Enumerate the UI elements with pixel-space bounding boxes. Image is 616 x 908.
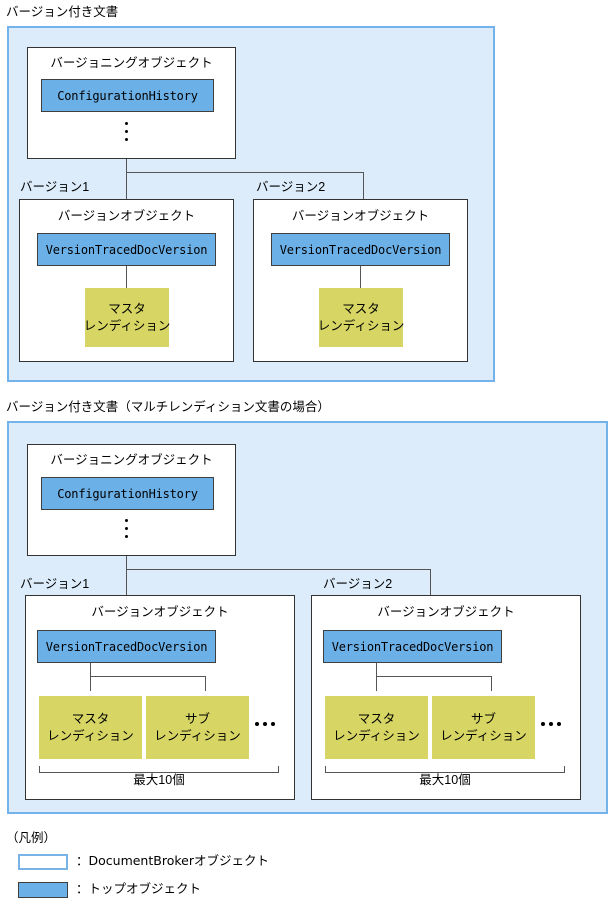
connector-rendition-drop-sub-2-1 bbox=[205, 676, 206, 691]
top-object-configurationhistory-2: ConfigurationHistory bbox=[41, 477, 214, 510]
rendition-line-1: サブ bbox=[470, 711, 496, 726]
versioning-object-title-1: バージョニングオブジェクト bbox=[50, 56, 213, 70]
connector-rendition-1-1 bbox=[126, 266, 127, 289]
section-2-caption: バージョン付き文書（マルチレンディション文書の場合） bbox=[6, 400, 330, 414]
horizontal-ellipsis-icon-2-2 bbox=[541, 722, 561, 726]
connector-rendition-trunk-2-1 bbox=[90, 663, 91, 676]
rendition-line-1: サブ bbox=[184, 711, 210, 726]
rendition-master-1-2: マスタ レンディション bbox=[317, 288, 405, 347]
top-object-versiontraceddocversion-1-1: VersionTracedDocVersion bbox=[37, 233, 216, 266]
connector-drop-v2-2 bbox=[430, 569, 431, 595]
connector-drop-v2-1 bbox=[363, 172, 364, 199]
top-object-configurationhistory-1: ConfigurationHistory bbox=[41, 79, 214, 112]
rendition-line-1: マスタ bbox=[71, 711, 110, 726]
legend-title: （凡例） bbox=[6, 831, 57, 845]
rendition-line-2: レンディション bbox=[440, 728, 527, 743]
rendition-line-1: マスタ bbox=[357, 711, 396, 726]
rendition-line-2: レンディション bbox=[154, 728, 241, 743]
connector-rendition-1-2 bbox=[360, 266, 361, 289]
rendition-span-bracket-2-2 bbox=[325, 766, 565, 773]
connector-rendition-horizontal-2-2 bbox=[376, 676, 492, 677]
top-object-versiontraceddocversion-2-2: VersionTracedDocVersion bbox=[323, 630, 502, 663]
version-tab-label-1-2: バージョン2 bbox=[256, 180, 326, 194]
connector-rendition-horizontal-2-1 bbox=[90, 676, 206, 677]
connector-rendition-drop-master-2-1 bbox=[90, 676, 91, 691]
connector-horizontal-2 bbox=[126, 569, 431, 570]
rendition-span-label-2-2: 最大10個 bbox=[419, 773, 471, 787]
rendition-line-2: レンディション bbox=[317, 318, 405, 333]
vertical-ellipsis-icon-2 bbox=[125, 519, 128, 538]
connector-vertical-trunk-2 bbox=[126, 556, 127, 569]
version-object-title-2-1: バージョンオブジェクト bbox=[91, 605, 229, 619]
legend-swatch-documentbroker-object bbox=[18, 854, 68, 870]
horizontal-ellipsis-icon-2-1 bbox=[255, 722, 275, 726]
rendition-line-2: レンディション bbox=[47, 728, 134, 743]
rendition-sub-2-1: サブ レンディション bbox=[146, 696, 249, 759]
version-object-title-2-2: バージョンオブジェクト bbox=[377, 605, 515, 619]
version-tab-label-1-1: バージョン1 bbox=[20, 180, 90, 194]
version-object-title-1-2: バージョンオブジェクト bbox=[291, 209, 430, 223]
rendition-sub-2-2: サブ レンディション bbox=[432, 696, 535, 759]
legend-label-top-object: ：トップオブジェクト bbox=[76, 881, 202, 896]
rendition-span-bracket-2-1 bbox=[39, 766, 279, 773]
connector-rendition-drop-sub-2-2 bbox=[491, 676, 492, 691]
connector-vertical-trunk-1 bbox=[126, 159, 127, 172]
rendition-line-1: マスタ bbox=[342, 301, 380, 316]
rendition-line-2: レンディション bbox=[333, 728, 420, 743]
rendition-line-1: マスタ bbox=[108, 301, 146, 316]
connector-rendition-trunk-2-2 bbox=[376, 663, 377, 676]
legend-label-documentbroker-object: ：DocumentBrokerオブジェクト bbox=[76, 853, 269, 868]
rendition-master-2-1: マスタ レンディション bbox=[39, 696, 142, 759]
rendition-line-2: レンディション bbox=[83, 318, 171, 333]
versioning-object-title-2: バージョニングオブジェクト bbox=[50, 453, 213, 467]
legend-swatch-top-object bbox=[18, 882, 68, 898]
top-object-versiontraceddocversion-1-2: VersionTracedDocVersion bbox=[271, 233, 450, 266]
rendition-master-2-2: マスタ レンディション bbox=[325, 696, 428, 759]
section-1-caption: バージョン付き文書 bbox=[6, 5, 119, 19]
version-tab-label-2-1: バージョン1 bbox=[20, 577, 90, 591]
connector-drop-v1-2 bbox=[126, 569, 127, 595]
version-object-title-1-1: バージョンオブジェクト bbox=[57, 209, 196, 223]
rendition-span-label-2-1: 最大10個 bbox=[133, 773, 185, 787]
version-tab-label-2-2: バージョン2 bbox=[323, 577, 393, 591]
connector-drop-v1-1 bbox=[126, 172, 127, 199]
top-object-versiontraceddocversion-2-1: VersionTracedDocVersion bbox=[37, 630, 216, 663]
connector-rendition-drop-master-2-2 bbox=[376, 676, 377, 691]
rendition-master-1-1: マスタ レンディション bbox=[83, 288, 171, 347]
connector-horizontal-1 bbox=[126, 172, 364, 173]
vertical-ellipsis-icon-1 bbox=[125, 122, 128, 141]
